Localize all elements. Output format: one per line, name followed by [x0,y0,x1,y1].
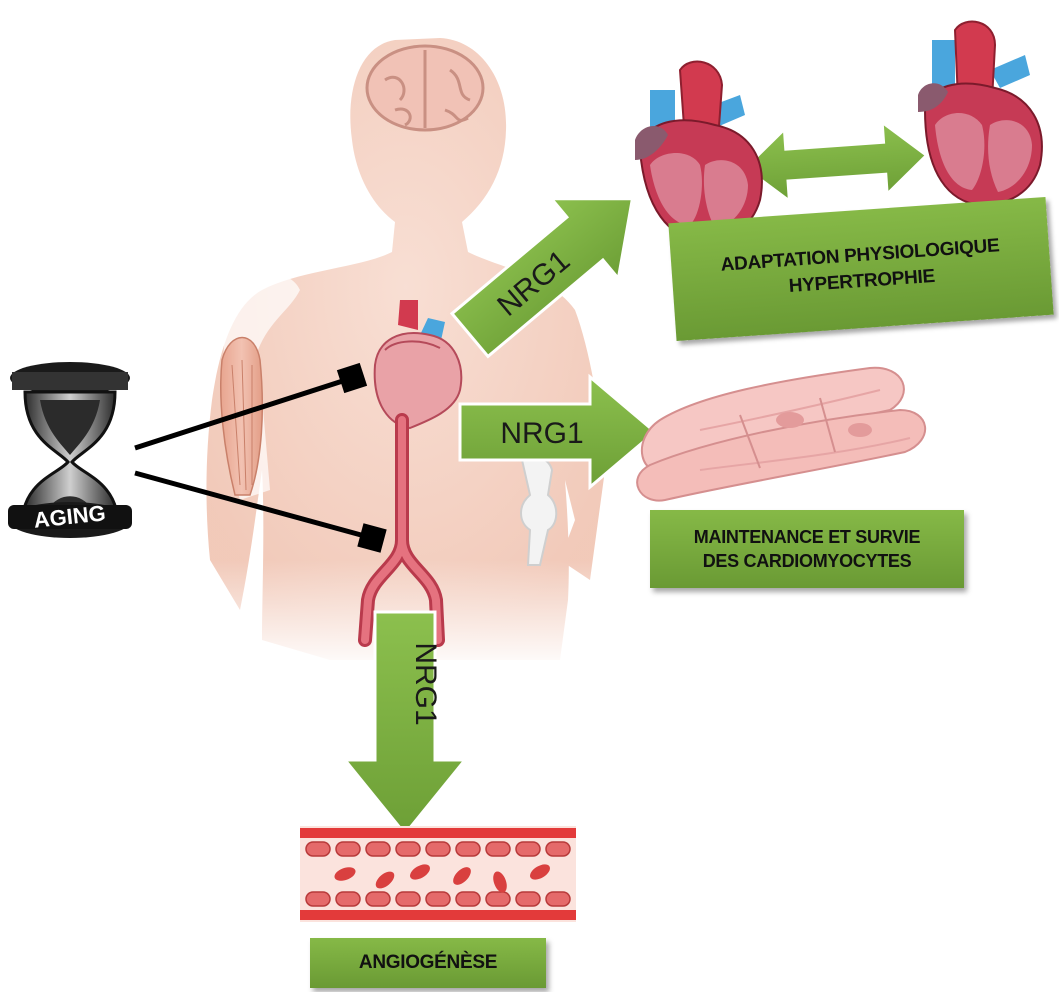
angiogenese-label-box: ANGIOGÉNÈSE [310,938,546,988]
nrg1-arrow-vessel-label: NRG1 [409,642,442,725]
aging-hourglass-icon: AGING [8,362,132,538]
double-arrow-hearts [742,119,929,204]
nrg1-arrow-myocytes-label: NRG1 [500,417,583,450]
maintenance-label-box: MAINTENANCE ET SURVIE DES CARDIOMYOCYTES [650,510,964,588]
blood-vessel-icon [300,826,576,922]
maintenance-line1: MAINTENANCE ET SURVIE [694,525,920,549]
cardiomyocytes-icon [637,368,925,501]
maintenance-line2: DES CARDIOMYOCYTES [694,549,920,573]
heart-hypertrophic-icon [918,22,1042,205]
angiogenese-label: ANGIOGÉNÈSE [359,950,497,976]
heart-normal-icon [635,62,762,240]
brain-icon [367,46,483,130]
